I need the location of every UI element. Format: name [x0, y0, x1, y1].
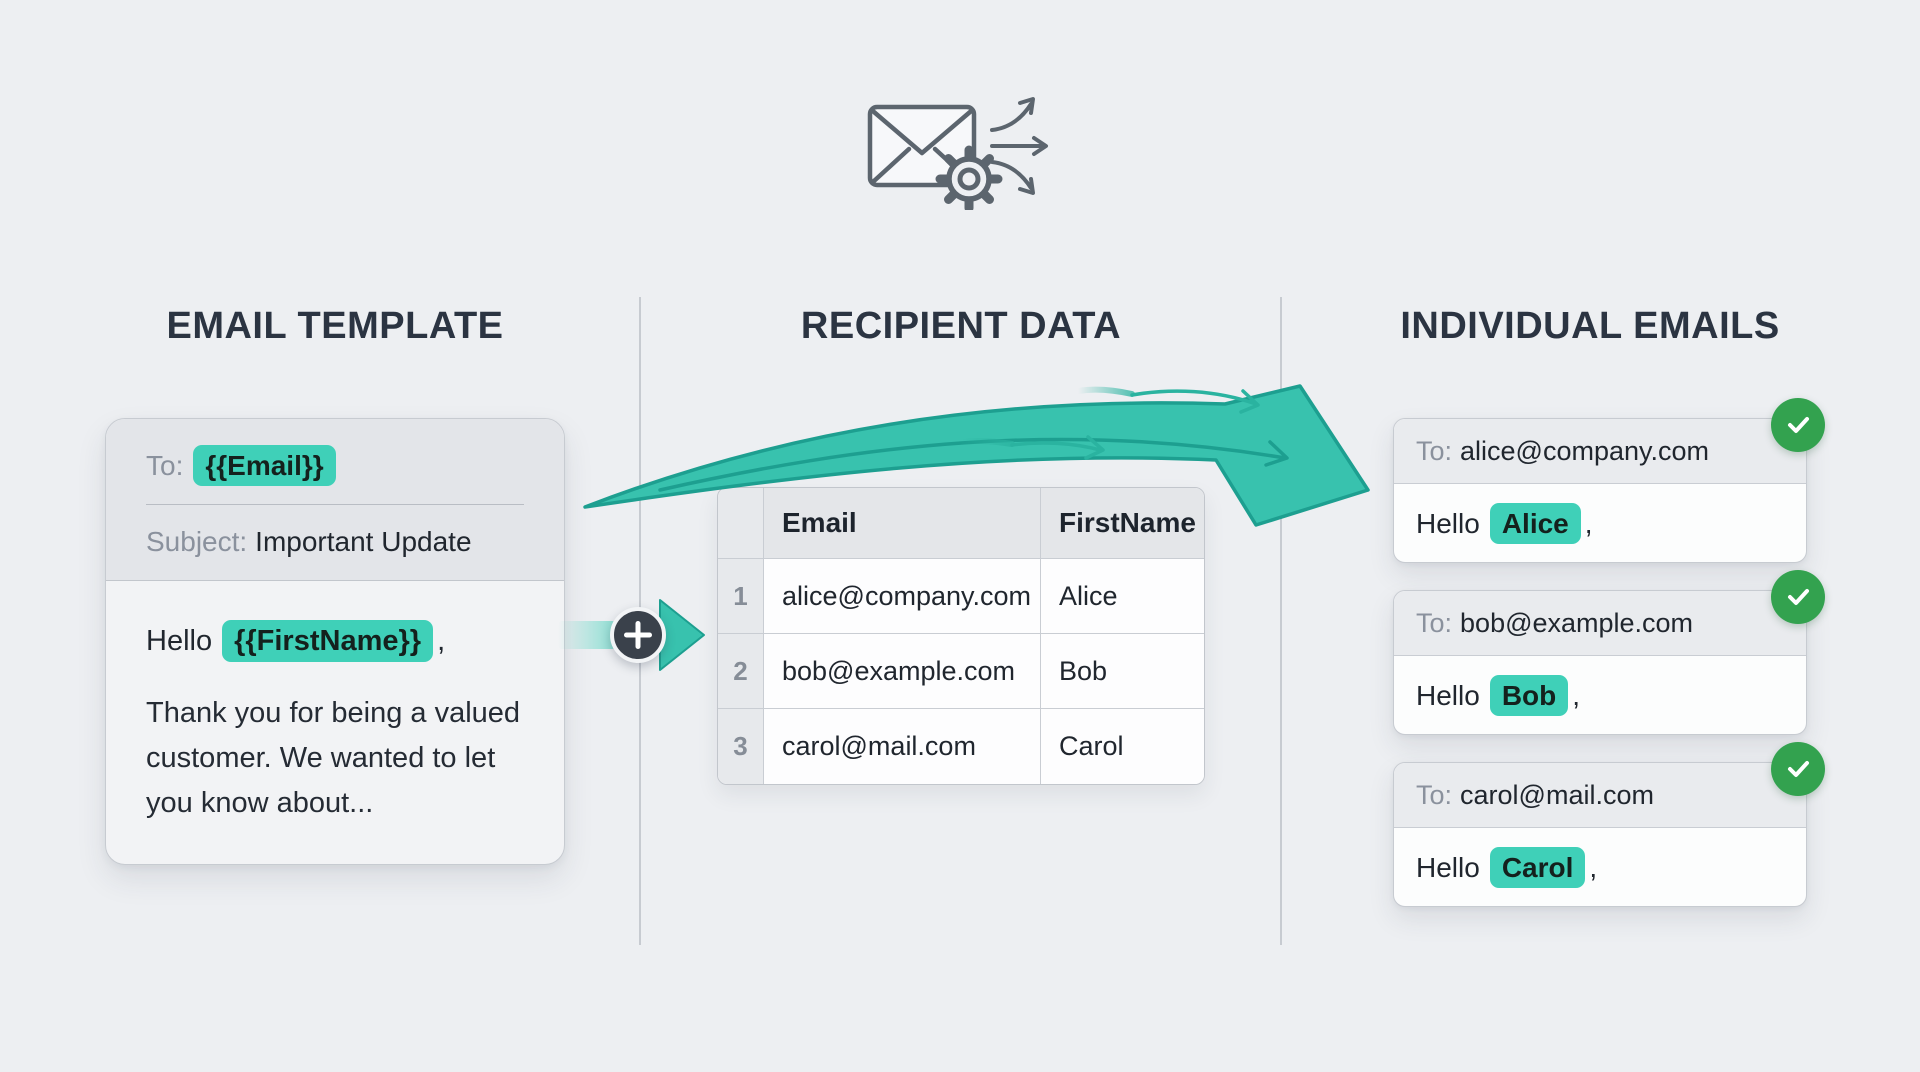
column-header-email: Email: [764, 488, 1041, 559]
template-subject-row: Subject:Important Update: [146, 521, 524, 563]
email-template-heading: EMAIL TEMPLATE: [166, 305, 504, 347]
column-header-firstname: FirstName: [1041, 488, 1204, 559]
email-card-carol: To:carol@mail.com Hello Carol,: [1393, 742, 1825, 907]
subject-label: Subject:: [146, 526, 248, 557]
email-token-chip: {{Email}}: [193, 445, 336, 486]
greeting-prefix: Hello: [1416, 507, 1480, 539]
email-card-header: To:alice@company.com: [1394, 419, 1806, 484]
mail-merge-icon: [867, 97, 1048, 210]
greeting-suffix: ,: [1584, 507, 1593, 539]
email-card-body: Hello Carol,: [1394, 828, 1806, 907]
firstname-cell: Carol: [1041, 709, 1204, 784]
plus-icon: [610, 607, 666, 663]
email-card-body: Hello Bob,: [1394, 656, 1806, 735]
template-to-row: To: {{Email}}: [146, 445, 524, 487]
to-address: carol@mail.com: [1460, 779, 1654, 810]
greeting-suffix: ,: [1589, 851, 1598, 883]
email-card-alice: To:alice@company.com Hello Alice,: [1393, 398, 1825, 563]
template-greeting: Hello {{FirstName}},: [146, 619, 526, 663]
template-body-text: Thank you for being a valued customer. W…: [146, 697, 521, 819]
subject-value: Important Update: [255, 526, 472, 557]
email-card-header: To:carol@mail.com: [1394, 763, 1806, 828]
to-label: To:: [1416, 607, 1453, 638]
name-chip: Carol: [1489, 847, 1586, 888]
email-card-bob: To:bob@example.com Hello Bob,: [1393, 570, 1825, 735]
name-chip: Alice: [1489, 503, 1581, 544]
greeting-prefix: Hello: [146, 625, 213, 657]
to-label: To:: [1416, 435, 1453, 466]
greeting-suffix: ,: [437, 625, 446, 657]
name-chip: Bob: [1489, 675, 1569, 716]
plus-arrowhead: [659, 599, 705, 671]
merge-arrow-inner-line: [658, 437, 1289, 492]
plus-bar-v: [635, 621, 641, 649]
to-address: bob@example.com: [1460, 607, 1694, 638]
plus-trail: [558, 621, 616, 649]
template-card-body: Hello {{FirstName}}, Thank you for being …: [106, 581, 564, 826]
check-icon: [1771, 570, 1825, 624]
greeting-suffix: ,: [1572, 679, 1581, 711]
email-template-card: To: {{Email}} Subject:Important Update He…: [105, 418, 565, 865]
email-cell: bob@example.com: [764, 634, 1041, 709]
corner-cell: [718, 488, 764, 559]
email-card-header: To:bob@example.com: [1394, 591, 1806, 656]
check-icon: [1771, 742, 1825, 796]
greeting-prefix: Hello: [1416, 679, 1480, 711]
divider-right: [1280, 297, 1282, 945]
firstname-token-chip: {{FirstName}}: [222, 620, 434, 663]
row-number: 2: [718, 634, 764, 709]
speed-arrow-top: [1075, 386, 1260, 414]
to-label: To:: [1416, 779, 1453, 810]
firstname-cell: Bob: [1041, 634, 1204, 709]
recipient-data-heading: RECIPIENT DATA: [800, 305, 1122, 347]
row-number: 3: [718, 709, 764, 784]
to-address: alice@company.com: [1460, 435, 1710, 466]
check-icon: [1771, 398, 1825, 452]
template-card-header: To: {{Email}} Subject:Important Update: [106, 419, 564, 581]
individual-emails-heading: INDIVIDUAL EMAILS: [1400, 305, 1780, 347]
recipient-table: Email FirstName 1 alice@company.com Alic…: [717, 487, 1205, 785]
row-number: 1: [718, 559, 764, 634]
firstname-cell: Alice: [1041, 559, 1204, 634]
header-divider: [146, 504, 524, 505]
email-card-body: Hello Alice,: [1394, 484, 1806, 563]
gear-icon: [935, 145, 1003, 210]
greeting-prefix: Hello: [1416, 851, 1480, 883]
email-cell: carol@mail.com: [764, 709, 1041, 784]
speed-arrow-bottom: [957, 435, 1105, 460]
to-label: To:: [146, 450, 184, 481]
email-cell: alice@company.com: [764, 559, 1041, 634]
fan-arrows-icon: [990, 97, 1048, 195]
